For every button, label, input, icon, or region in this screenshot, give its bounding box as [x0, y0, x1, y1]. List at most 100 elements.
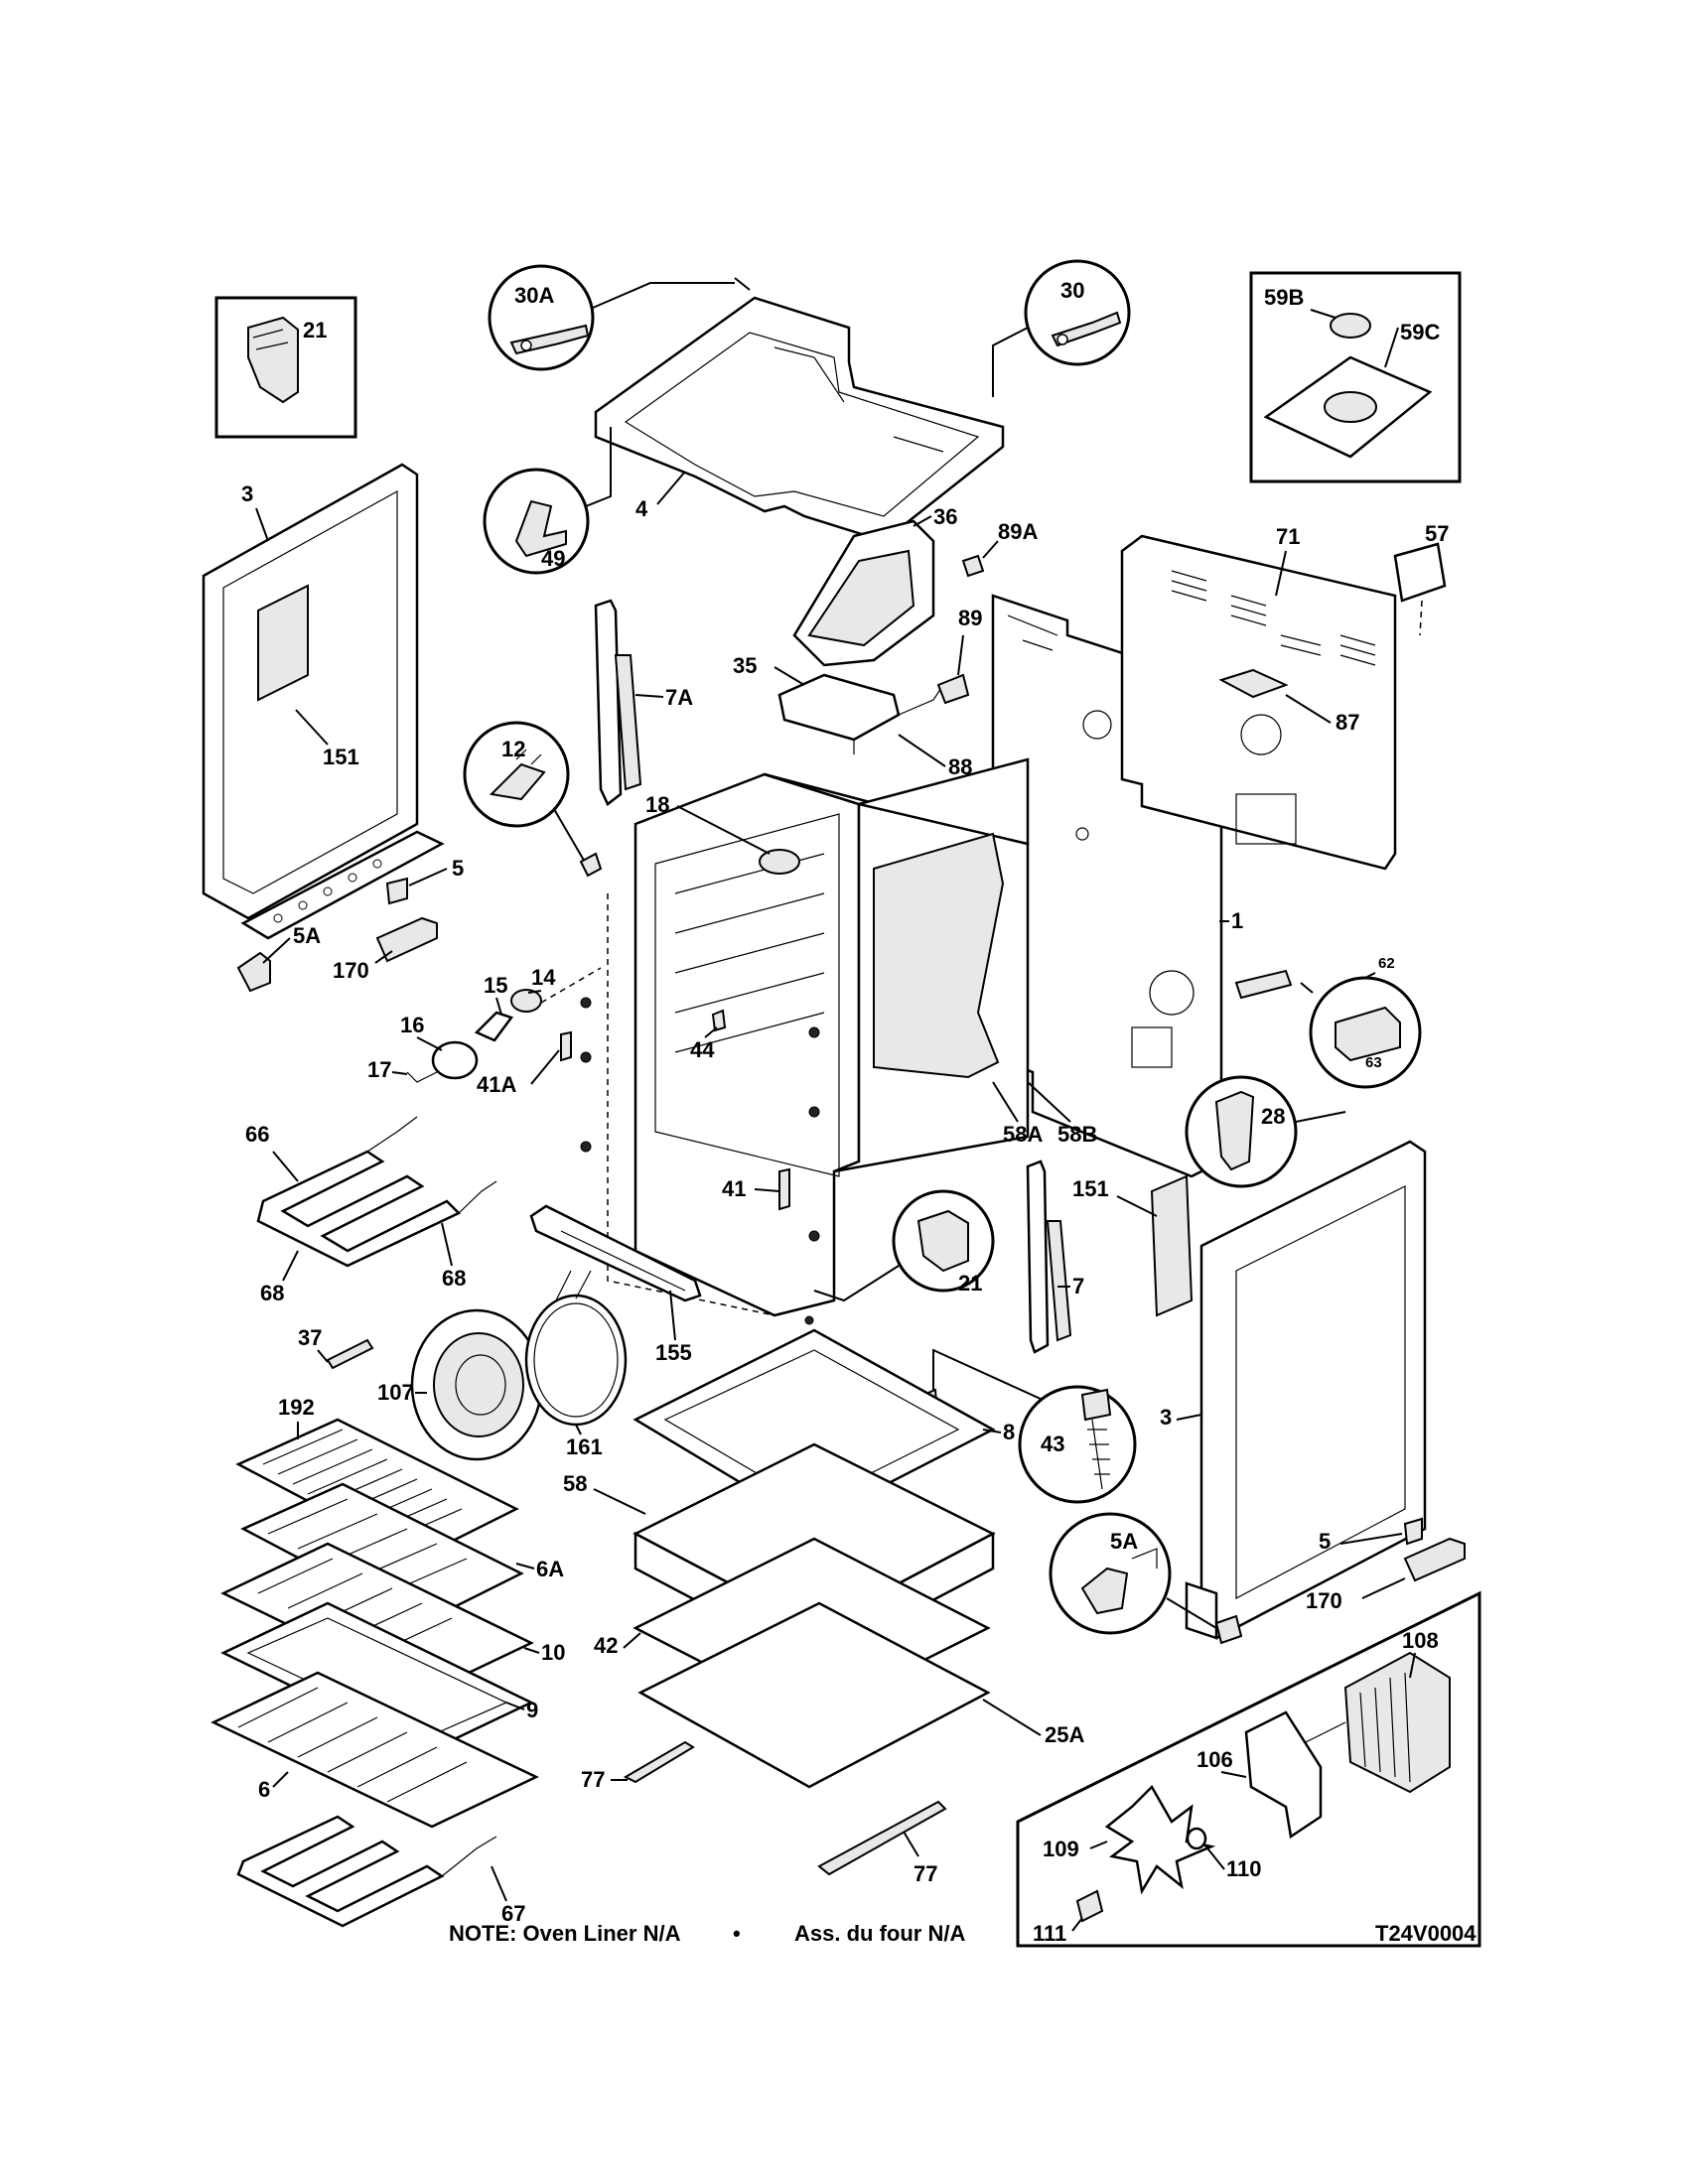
callout-49: 49	[483, 427, 612, 575]
label-30a: 30A	[514, 283, 554, 308]
label-42: 42	[594, 1633, 618, 1658]
label-5a-left: 5A	[293, 923, 321, 948]
label-68-left: 68	[260, 1281, 284, 1305]
label-37: 37	[298, 1325, 322, 1350]
label-58: 58	[563, 1471, 587, 1496]
side-panel-3-left: 3 151	[202, 463, 445, 940]
label-161: 161	[566, 1434, 603, 1459]
label-6a: 6A	[536, 1557, 564, 1581]
label-44: 44	[690, 1037, 715, 1062]
probe-37: 37	[298, 1325, 374, 1370]
plate-87: 87	[1218, 668, 1359, 735]
label-9: 9	[526, 1698, 538, 1722]
bracket-151-right: 151	[1072, 1174, 1194, 1317]
bake-element-67: 67	[236, 1815, 525, 1928]
label-67: 67	[501, 1901, 525, 1926]
label-1: 1	[1231, 908, 1243, 933]
label-89: 89	[958, 606, 982, 630]
label-192: 192	[278, 1395, 315, 1420]
rail-77-right: 77	[817, 1800, 947, 1886]
callout-30: 30	[992, 259, 1131, 397]
gasket-161: 161	[524, 1270, 628, 1459]
label-170-right: 170	[1306, 1588, 1342, 1613]
label-170-left: 170	[333, 958, 369, 983]
label-107: 107	[377, 1380, 414, 1405]
diagram-code: T24V0004	[1375, 1921, 1477, 1946]
label-41a: 41A	[477, 1072, 516, 1097]
label-10: 10	[541, 1640, 565, 1665]
plate-25a: 25A	[637, 1601, 1084, 1789]
label-4: 4	[635, 496, 648, 521]
label-68-right: 68	[442, 1266, 466, 1291]
label-3-left: 3	[241, 481, 253, 506]
label-6: 6	[258, 1777, 270, 1802]
label-21-callout: 21	[958, 1271, 982, 1296]
label-15: 15	[484, 973, 507, 998]
callout-28: 28	[1185, 1075, 1346, 1188]
label-77-right: 77	[914, 1861, 937, 1886]
inset-box-21: 21	[214, 296, 357, 439]
label-plate-57: 57	[1393, 521, 1449, 636]
label-7a: 7A	[665, 685, 693, 710]
convection-motor-inset: 108 106 109 110 111	[1016, 1590, 1481, 1948]
clips-89: 89A 89	[936, 519, 1038, 705]
rack-6: 6	[211, 1671, 539, 1829]
duct-assembly: 36 35 88	[733, 504, 972, 779]
label-21-top: 21	[303, 318, 327, 342]
label-59c: 59C	[1400, 320, 1440, 344]
label-62: 62	[1378, 955, 1395, 972]
label-7: 7	[1072, 1274, 1084, 1298]
label-18: 18	[645, 792, 669, 817]
oven-cavity: 18 44 41A 58A 58B	[477, 757, 1097, 1317]
note-right: Ass. du four N/A	[794, 1921, 965, 1946]
broil-element-66: 66 68 68	[245, 1116, 497, 1305]
bracket-41: 41	[722, 1167, 790, 1211]
rail-77-left: 77	[581, 1740, 695, 1792]
label-49: 49	[541, 546, 565, 571]
side-panel-3-right: 3	[1160, 1140, 1427, 1640]
callout-12: 12	[463, 721, 603, 878]
hardware-left-bottom: 5 5A 170	[236, 856, 464, 993]
label-66: 66	[245, 1122, 269, 1147]
label-25a: 25A	[1045, 1722, 1084, 1747]
rear-cover-71: 71	[1120, 524, 1397, 871]
label-108: 108	[1402, 1628, 1439, 1653]
label-87: 87	[1336, 710, 1359, 735]
bracket-7: 7	[1026, 1160, 1084, 1354]
fan-cover-107: 107	[377, 1308, 543, 1461]
callout-43: 43	[921, 1348, 1137, 1504]
terminal-block-62: 62 63	[1234, 955, 1422, 1089]
label-3-right: 3	[1160, 1405, 1172, 1430]
label-36: 36	[933, 504, 957, 529]
label-77-left: 77	[581, 1767, 605, 1792]
label-43: 43	[1041, 1432, 1064, 1456]
label-58a: 58A	[1003, 1122, 1043, 1147]
label-30: 30	[1060, 278, 1084, 303]
label-155: 155	[655, 1340, 692, 1365]
vent-strip-155: 155	[529, 1204, 702, 1365]
label-110: 110	[1226, 1856, 1262, 1881]
callout-30a: 30A	[488, 264, 751, 371]
label-106: 106	[1196, 1747, 1233, 1772]
bracket-7a: 7A	[594, 599, 693, 806]
note-bullet: •	[733, 1921, 741, 1946]
label-16: 16	[400, 1013, 424, 1037]
label-151-right: 151	[1072, 1176, 1109, 1201]
label-28: 28	[1261, 1104, 1285, 1129]
label-111: 111	[1033, 1921, 1066, 1946]
label-89a: 89A	[998, 519, 1038, 544]
label-58b: 58B	[1057, 1122, 1097, 1147]
label-151-left: 151	[323, 745, 359, 769]
label-5-left: 5	[452, 856, 464, 881]
label-57: 57	[1425, 521, 1449, 546]
label-5a-right: 5A	[1110, 1529, 1138, 1554]
label-12: 12	[501, 737, 525, 761]
hardware-right-bottom: 5 170 5A	[1049, 1512, 1466, 1645]
label-63: 63	[1365, 1054, 1382, 1071]
callout-21: 21	[813, 1189, 995, 1302]
label-5-right: 5	[1319, 1529, 1331, 1554]
top-frame-4: 4	[594, 296, 1005, 543]
label-41: 41	[722, 1176, 746, 1201]
label-59b: 59B	[1264, 285, 1304, 310]
